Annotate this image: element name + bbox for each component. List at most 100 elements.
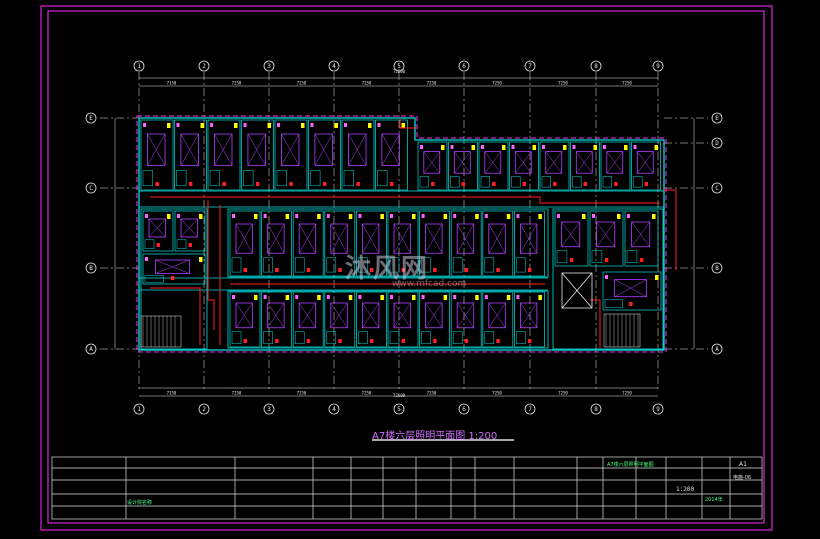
project-name: A7楼六层照明平面图 [607,462,654,468]
axis-label: 2 [202,406,206,413]
bed [596,221,616,248]
guest-room [324,291,356,348]
room-wall [375,119,408,191]
room-wall [482,210,514,277]
bathroom [343,170,354,187]
bathroom [358,257,368,273]
axis-bubble [458,60,470,72]
bathroom [294,331,305,344]
bed [614,279,647,298]
socket [420,145,423,149]
socket [453,214,457,218]
axis-label: 6 [462,406,466,413]
axis-label: 7 [528,406,532,413]
drawing-title: A7楼六层照明平面图 1:200 [372,431,498,442]
switch-box [433,339,437,343]
switch-box [243,268,247,272]
socket [377,123,381,127]
switch-box [401,268,405,272]
room-wall [417,141,448,191]
bed [425,302,443,329]
axis-bubble [85,182,97,194]
bathroom [389,331,400,344]
guest-room [142,210,174,252]
switch-box [389,182,394,186]
axis-label: C [89,185,93,192]
room-wall [570,141,600,191]
dimension-label: 7250 [362,81,372,86]
axis-label: C [715,185,719,192]
light-fixture [655,275,659,280]
room-wall [482,291,514,348]
socket [177,214,180,218]
room-wall [600,141,631,191]
bed [154,259,190,274]
dimension-label: 7250 [492,81,502,86]
bed [514,151,532,174]
scale-value: 1:200 [676,486,695,493]
bathroom [377,170,388,187]
watermark-url: www.mfcad.com [392,279,467,289]
light-fixture [617,214,621,219]
bed [520,223,538,254]
switch-box [369,339,374,343]
light-fixture [380,295,384,300]
axis-bubble [263,60,275,72]
room-wall [448,141,478,191]
guest-room [514,210,545,277]
bathroom [633,176,643,188]
bathroom [389,257,400,273]
axis-bubble [711,343,723,355]
bathroom [480,176,490,188]
switch-box [188,243,192,247]
guest-room [600,141,631,191]
room-wall [207,119,241,191]
switch-box [583,182,588,186]
bed-mark [267,223,285,254]
sheet-label: A1 [739,461,747,468]
axis-label: E [715,115,719,122]
bed [180,218,198,238]
bed-mark [456,302,474,328]
socket [421,295,425,299]
switch-box [255,182,260,186]
bed [330,223,348,254]
watermark: 沐风网 [345,254,430,284]
bathroom [276,170,287,187]
guest-room [554,210,589,267]
room-wall [142,210,174,252]
light-fixture [348,214,353,219]
switch-box [464,268,469,272]
dimension-label: 7250 [622,391,632,396]
light-fixture [582,214,586,219]
axis-label: 3 [267,406,271,413]
axis-bubble [393,403,405,415]
bathroom [626,250,638,263]
dimension-total: 72600 [393,69,406,74]
socket [627,214,630,218]
bed-mark [362,302,380,328]
light-fixture [412,295,416,300]
light-fixture [285,295,290,300]
guest-room [624,210,659,267]
socket [263,295,267,299]
socket [557,214,560,218]
socket [633,145,637,149]
bed-mark [180,218,198,238]
dimension-label: 7250 [297,81,307,86]
room-wall [450,210,482,277]
bathroom [556,250,568,263]
bed-mark [637,151,654,174]
light-fixture [368,123,372,128]
guest-room [602,271,662,311]
room-wall [419,291,450,348]
bathroom [452,257,463,273]
socket [210,123,213,127]
light-fixture [317,214,321,219]
guest-room [631,141,661,191]
bed [393,302,411,329]
guest-room [419,210,450,277]
socket [326,295,330,299]
